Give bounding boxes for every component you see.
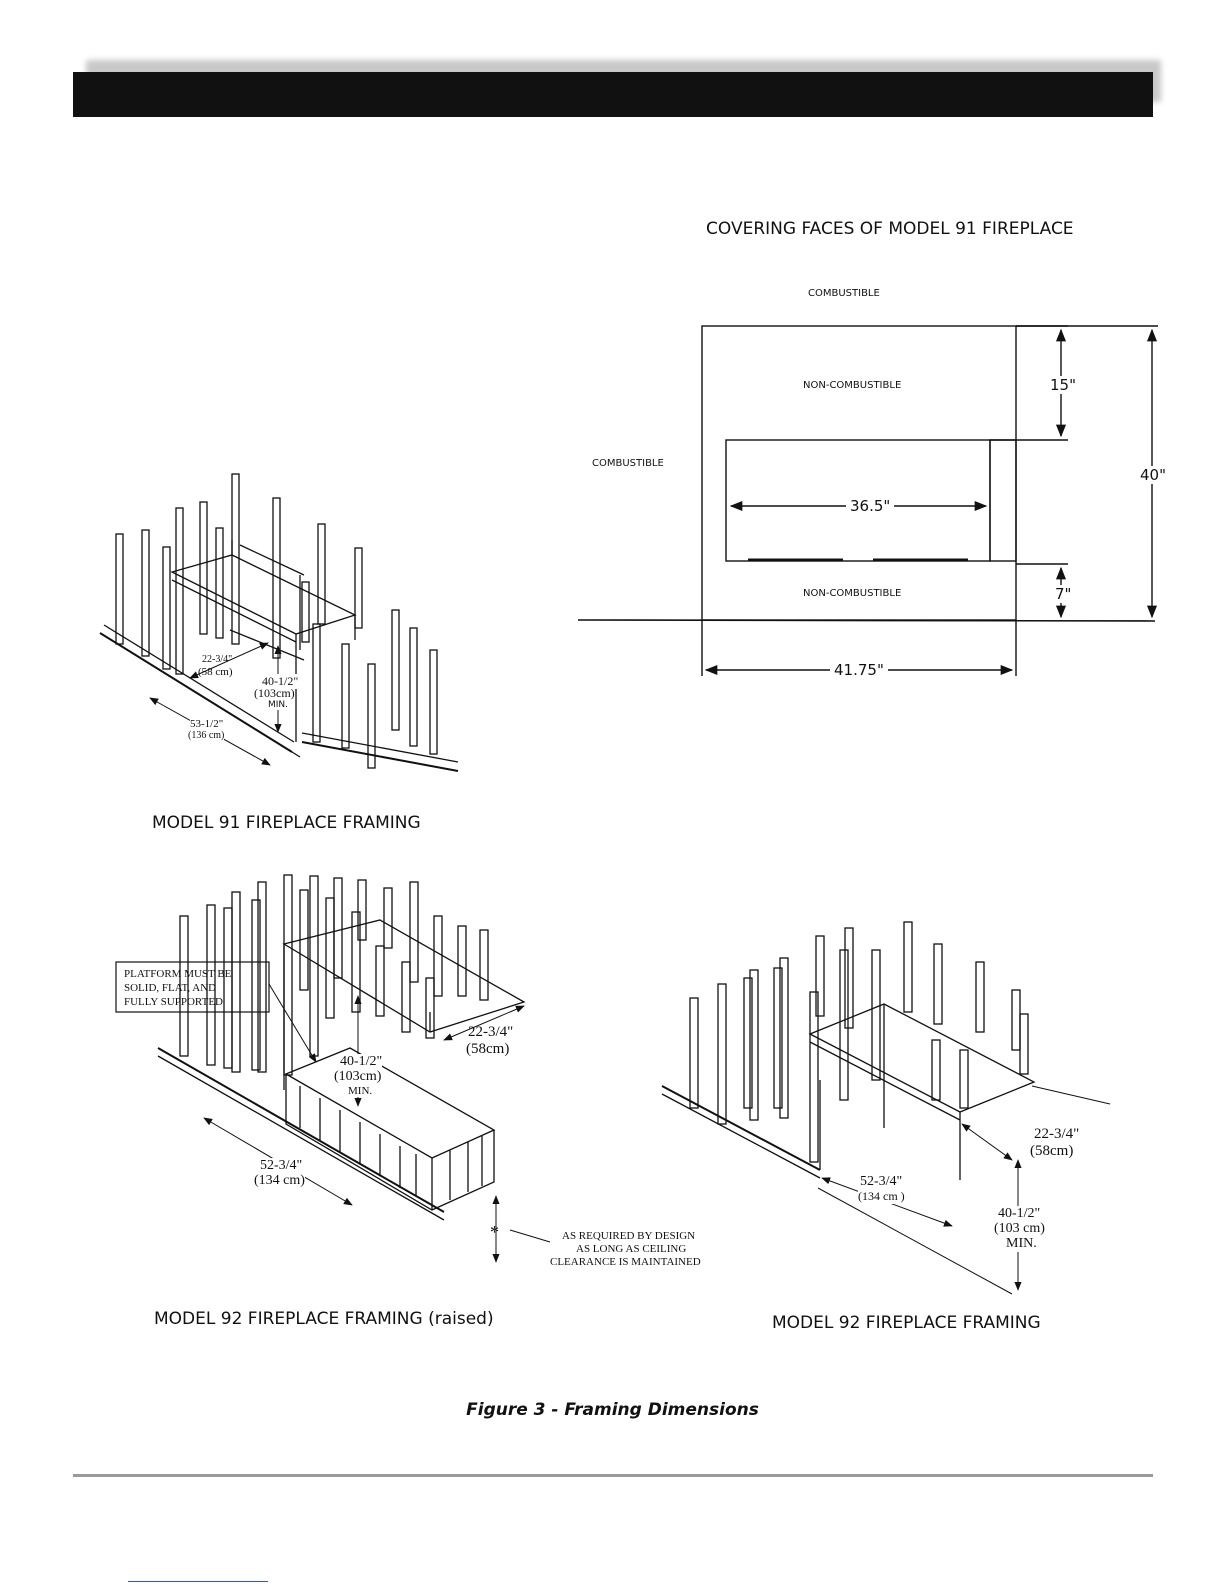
- model92-height-label: 40-1/2": [998, 1206, 1041, 1222]
- callout-line-3: FULLY SUPPORTED: [124, 996, 223, 1008]
- model92-depth-cm-label: (58cm): [1030, 1143, 1074, 1159]
- noncombustible-zone-outline: [701, 325, 1017, 621]
- model92-framing-drawing: [661, 921, 1111, 1295]
- combustible-top-label: COMBUSTIBLE: [808, 288, 880, 299]
- dim-40-label: 40": [1140, 466, 1166, 484]
- design-note-line-2: AS LONG AS CEILING: [576, 1243, 687, 1255]
- callout-line-1: PLATFORM MUST BE: [124, 968, 232, 980]
- model92-raised-depth-cm-label: (58cm): [466, 1041, 510, 1057]
- fireplace-side-trim: [989, 439, 1017, 562]
- asterisk-label: *: [490, 1222, 499, 1242]
- wall-stud-group: [115, 473, 438, 769]
- floor-line: [577, 619, 1156, 622]
- model92-raised-depth-label: 22-3/4": [468, 1024, 514, 1040]
- model92-title: MODEL 92 FIREPLACE FRAMING: [772, 1313, 1041, 1333]
- callout-line-2: SOLID, FLAT, AND: [124, 982, 217, 994]
- model92-width-label: 52-3/4": [860, 1174, 903, 1190]
- model92-depth-label: 22-3/4": [1034, 1126, 1080, 1142]
- design-note-line-3: CLEARANCE IS MAINTAINED: [550, 1256, 701, 1268]
- model91-title: MODEL 91 FIREPLACE FRAMING: [152, 813, 421, 833]
- model92-raised-min-label: MIN.: [348, 1085, 373, 1097]
- noncombustible-bottom-label: NON-COMBUSTIBLE: [803, 588, 902, 599]
- model91-depth-label: 22-3/4": [202, 654, 233, 665]
- platform-callout-box: [115, 961, 270, 1013]
- model91-depth-cm-label: (58 cm): [198, 666, 233, 678]
- model91-min-label: MIN.: [268, 700, 289, 710]
- model92-raised-height-cm-label: (103cm): [334, 1069, 382, 1085]
- dim-7-label: 7": [1055, 585, 1072, 603]
- model92-raised-width-cm-label: (134 cm): [254, 1173, 305, 1189]
- dim-15-label: 15": [1050, 376, 1076, 394]
- model91-framing-drawing: [99, 473, 459, 772]
- noncombustible-top-label: NON-COMBUSTIBLE: [803, 380, 902, 391]
- footer-rule: [73, 1474, 1153, 1477]
- model91-height-label: 40-1/2": [262, 674, 299, 689]
- combustible-left-label: COMBUSTIBLE: [592, 458, 664, 469]
- model92-raised-height-label: 40-1/2": [340, 1054, 383, 1070]
- model91-width-label: 53-1/2": [190, 718, 224, 730]
- dim-36-5-label: 36.5": [846, 497, 895, 515]
- model92-raised-framing-drawing: [115, 874, 551, 1263]
- model92-min-label: MIN.: [1006, 1236, 1037, 1252]
- model92-width-cm-label: (134 cm ): [858, 1189, 905, 1204]
- dim-41-75-label: 41.75": [830, 661, 888, 679]
- covering-faces-diagram: [577, 325, 1158, 676]
- model92-height-cm-label: (103 cm): [994, 1221, 1045, 1237]
- model91-height-cm-label: (103cm): [254, 686, 295, 701]
- figure-caption: Figure 3 - Framing Dimensions: [466, 1400, 759, 1420]
- wall-stud-group: [689, 921, 1029, 1163]
- model92-raised-width-label: 52-3/4": [260, 1158, 303, 1174]
- footer-link-underline[interactable]: [128, 1581, 268, 1582]
- design-note-line-1: AS REQUIRED BY DESIGN: [562, 1230, 696, 1242]
- header-bar: [73, 72, 1153, 117]
- covering-faces-title: COVERING FACES OF MODEL 91 FIREPLACE: [706, 219, 1074, 239]
- model91-width-cm-label: (136 cm): [188, 730, 225, 741]
- model92-raised-title: MODEL 92 FIREPLACE FRAMING (raised): [154, 1309, 494, 1329]
